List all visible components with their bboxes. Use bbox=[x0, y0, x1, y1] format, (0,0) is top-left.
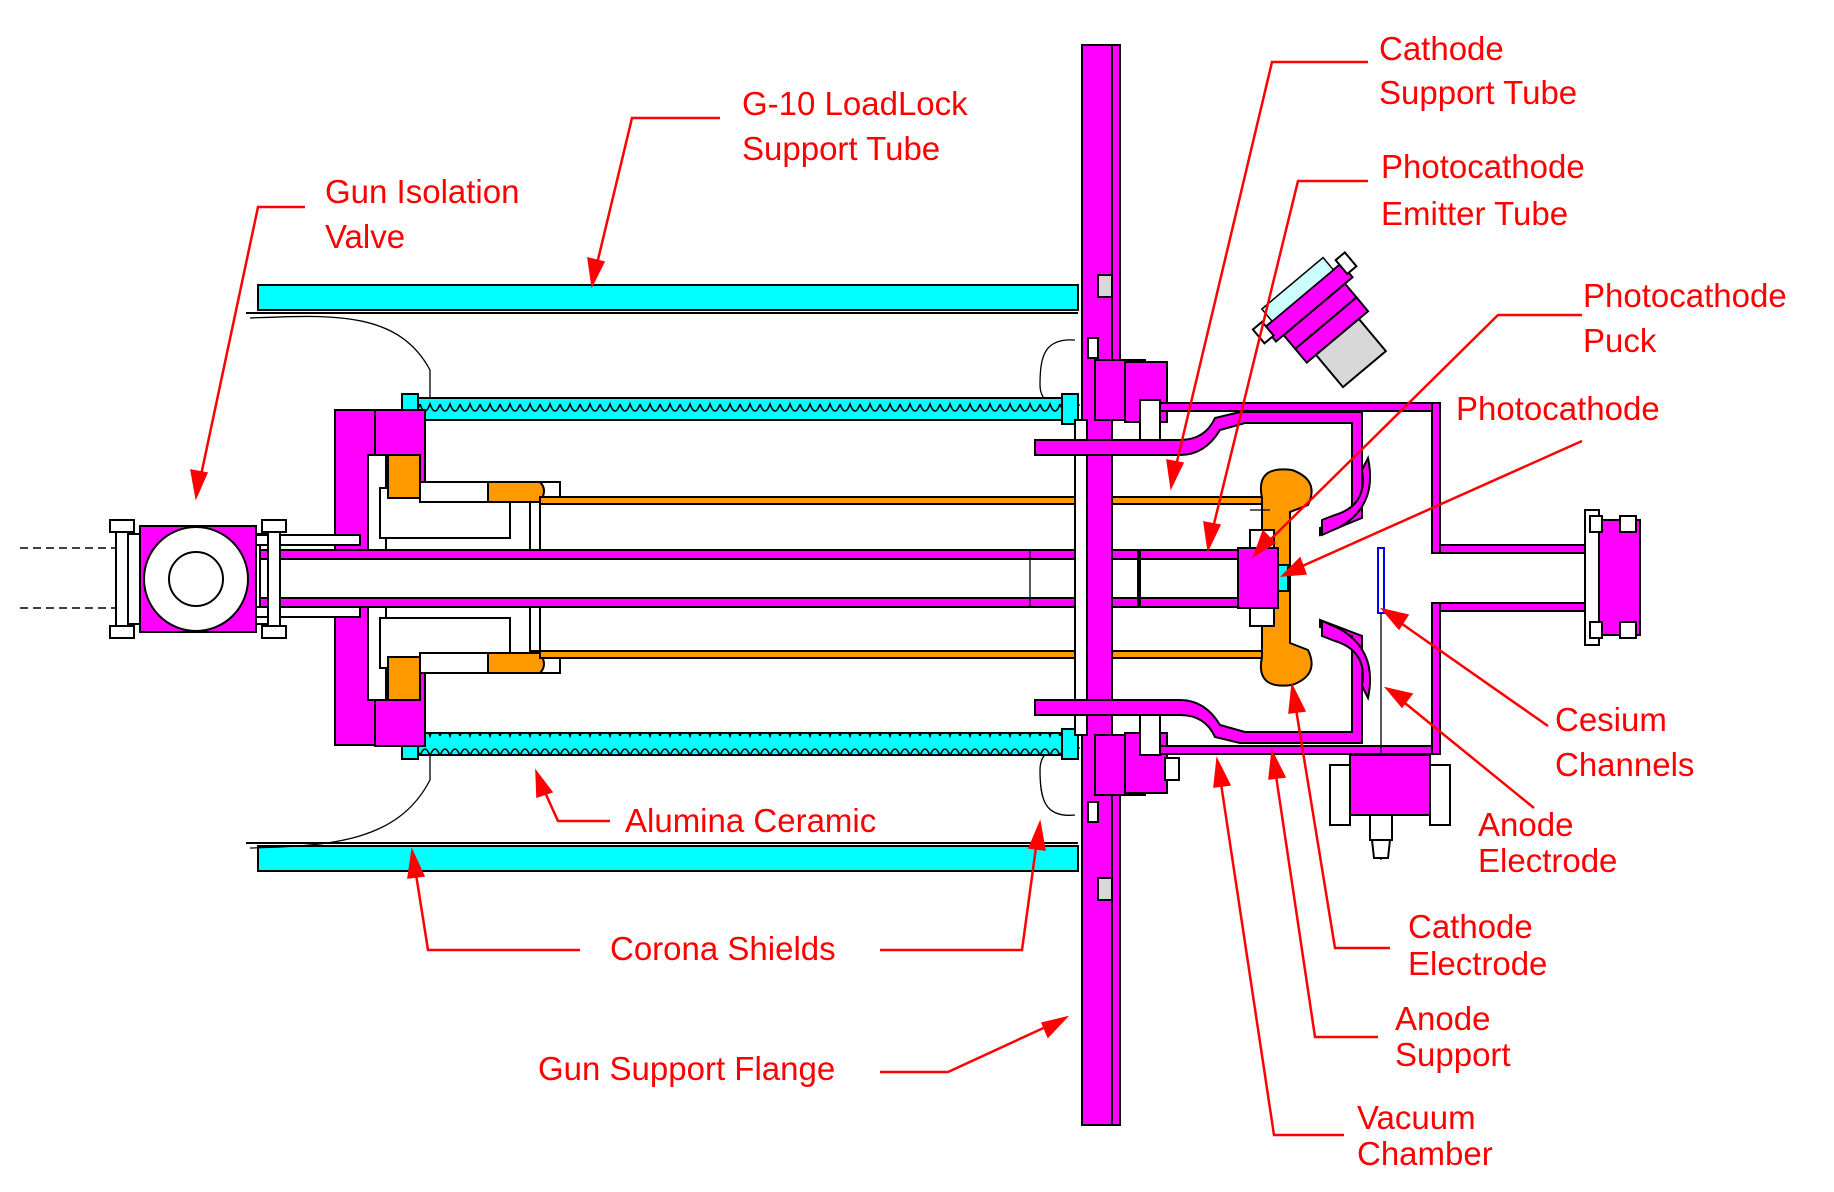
arrowhead-corona-shields-left bbox=[407, 847, 426, 879]
g10-loadlock-tube bbox=[246, 284, 1079, 872]
label-photocathode-emitter-tube: Photocathode Emitter Tube bbox=[1381, 148, 1594, 232]
label-anode-support: Anode Support bbox=[1395, 1000, 1511, 1073]
label-gun-support-flange: Gun Support Flange bbox=[538, 1050, 835, 1087]
leader-anode-support bbox=[1273, 768, 1378, 1039]
arrowhead-gun-support-flange bbox=[1040, 1015, 1070, 1039]
arrowhead-photocathode-emitter-tube bbox=[1203, 521, 1222, 553]
arrowhead-photocathode-puck bbox=[1252, 529, 1277, 558]
gun-support-flange bbox=[1074, 44, 1146, 1126]
alumina-ceramic bbox=[401, 393, 1079, 760]
anode-electrode bbox=[1321, 454, 1372, 702]
leader-vacuum-chamber bbox=[1218, 776, 1344, 1137]
leader-lines bbox=[190, 60, 1583, 1137]
label-vacuum-chamber: Vacuum Chamber bbox=[1357, 1099, 1493, 1172]
arrowhead-corona-shields-right bbox=[1027, 819, 1046, 851]
leader-cathode-support-tube bbox=[1173, 60, 1368, 471]
arrowhead-anode-electrode bbox=[1383, 686, 1414, 709]
arrowhead-anode-support bbox=[1268, 748, 1287, 780]
arrowhead-cathode-electrode bbox=[1288, 682, 1307, 714]
label-alumina-ceramic: Alumina Ceramic bbox=[625, 802, 876, 839]
leader-photocathode-puck bbox=[1267, 313, 1582, 543]
gun-drawing bbox=[20, 44, 1641, 1126]
label-gun-isolation-valve: Gun Isolation Valve bbox=[325, 173, 529, 255]
leader-corona-shields-left bbox=[413, 867, 580, 952]
leader-anode-electrode bbox=[1399, 698, 1535, 809]
arrowhead-g10-loadlock bbox=[587, 257, 606, 289]
anode-support bbox=[1034, 411, 1363, 744]
arrowhead-cathode-support-tube bbox=[1166, 459, 1185, 491]
label-cesium-channels: Cesium Channels bbox=[1555, 701, 1694, 783]
leader-cesium-channels bbox=[1394, 617, 1549, 728]
gun-isolation-valve bbox=[20, 519, 287, 639]
leader-alumina-ceramic bbox=[541, 787, 610, 823]
leader-cathode-electrode bbox=[1293, 702, 1390, 950]
leader-g10-loadlock bbox=[594, 116, 720, 269]
leader-gun-support-flange bbox=[880, 1023, 1051, 1074]
leader-photocathode-emitter-tube bbox=[1210, 179, 1368, 533]
vacuum-chamber bbox=[1124, 361, 1641, 794]
arrowhead-vacuum-chamber bbox=[1213, 756, 1232, 788]
labels: G-10 LoadLock Support Tube Gun Isolation… bbox=[325, 30, 1796, 1172]
label-photocathode: Photocathode bbox=[1456, 390, 1660, 427]
photocathode-puck bbox=[1237, 509, 1289, 627]
arrowhead-photocathode bbox=[1280, 556, 1308, 577]
label-corona-shields: Corona Shields bbox=[610, 930, 836, 967]
leader-corona-shields-right bbox=[880, 839, 1039, 952]
label-photocathode-puck: Photocathode Puck bbox=[1583, 277, 1796, 359]
label-cathode-support-tube: Cathode Support Tube bbox=[1379, 30, 1577, 111]
cesium-channels bbox=[1329, 547, 1451, 860]
leader-gun-isolation-valve bbox=[198, 205, 305, 481]
label-cathode-electrode: Cathode Electrode bbox=[1408, 908, 1547, 982]
label-anode-electrode: Anode Electrode bbox=[1478, 806, 1617, 879]
leader-photocathode bbox=[1297, 439, 1583, 570]
label-g10-loadlock: G-10 LoadLock Support Tube bbox=[742, 85, 977, 167]
viewport bbox=[1251, 250, 1388, 389]
arrowhead-alumina-ceramic bbox=[535, 768, 554, 799]
arrowhead-cesium-channels bbox=[1379, 607, 1410, 631]
emitter-rods bbox=[247, 534, 1241, 618]
arrowhead-gun-isolation-valve bbox=[190, 469, 209, 501]
